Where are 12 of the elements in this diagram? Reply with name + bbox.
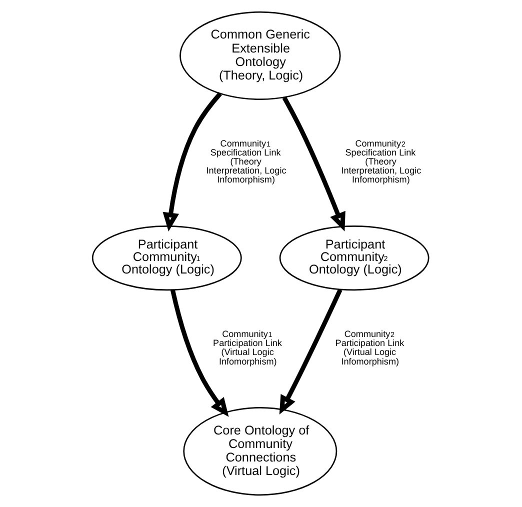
node-ellipse: Common Generic Extensible Ontology (Theory, Logic) [179, 11, 340, 100]
edge-label: Community2 Participation Link (Virtual Logic Infomorphism) [334, 329, 404, 366]
edge-label: Community1 Participation Link (Virtual Logic Infomorphism) [212, 329, 282, 366]
edge-label: Community2 Specification Link (Theory Interpretation, Logic Infomorphism) [340, 138, 421, 185]
arrow [282, 96, 345, 232]
node-ellipse: Core Ontology of Community Connections (Virtual Logic) [182, 407, 337, 496]
arrow [162, 92, 222, 232]
arrow [170, 290, 228, 417]
node-ellipse: Participant Community2 Ontology (Logic) [278, 225, 429, 291]
edge-label: Community1 Specification Link (Theory Interpretation, Logic Infomorphism) [206, 138, 286, 185]
arrow [278, 288, 342, 414]
node-ellipse: Participant Community1 Ontology (Logic) [91, 225, 242, 291]
